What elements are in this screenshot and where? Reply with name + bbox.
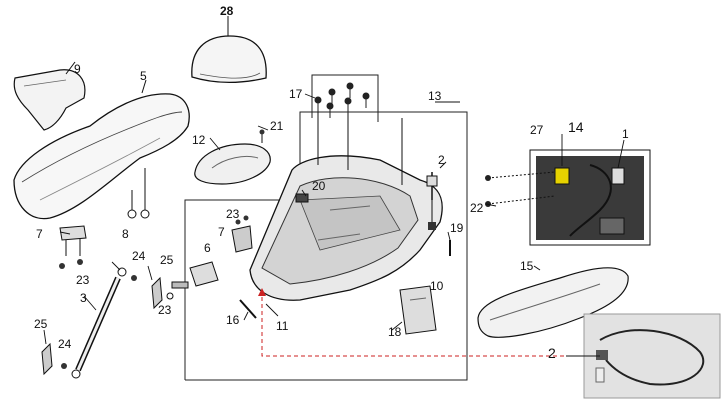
leader-lines <box>43 93 625 345</box>
assembly-frame <box>184 74 468 381</box>
backrest-part <box>191 16 267 84</box>
callout-14: 14 <box>568 119 584 135</box>
cable-part <box>426 161 447 230</box>
callout-7-mid: 7 <box>218 225 225 239</box>
callout-11: 11 <box>276 319 289 333</box>
bracket-part-mid <box>231 215 253 253</box>
clip-25-parts <box>41 276 163 376</box>
callout-17: 17 <box>289 87 303 101</box>
callout-27: 27 <box>530 123 544 137</box>
callout-24-upper: 24 <box>132 249 146 263</box>
callout-1: 1 <box>622 127 629 141</box>
callout-10: 10 <box>430 279 444 293</box>
detail-box-14 <box>485 149 651 246</box>
callout-21: 21 <box>270 119 284 133</box>
callout-12: 12 <box>192 133 206 147</box>
callout-15: 15 <box>520 259 534 273</box>
callout-16: 16 <box>226 313 240 327</box>
callout-7-left: 7 <box>36 227 43 241</box>
lamp-cover-part <box>194 129 271 185</box>
bracket-part-left <box>59 225 87 269</box>
latch-part <box>166 261 219 300</box>
floor-mat-part <box>477 265 629 338</box>
bolts-group <box>314 82 370 118</box>
plate-part <box>399 285 437 335</box>
callout-6: 6 <box>204 241 211 255</box>
callout-18: 18 <box>388 325 402 339</box>
callout-25-upper: 25 <box>160 253 174 267</box>
callout-9: 9 <box>74 62 81 76</box>
callout-labels: 28 9 5 17 13 12 21 2 27 14 1 8 20 22 7 2… <box>34 4 629 361</box>
callout-13: 13 <box>428 89 442 103</box>
red-dashed-connector <box>258 288 600 357</box>
cable-photo-inset <box>583 313 721 399</box>
bolt-16-part <box>239 299 257 319</box>
callout-22: 22 <box>470 201 484 215</box>
callout-19: 19 <box>450 221 464 235</box>
callout-23-mid: 23 <box>226 207 240 221</box>
seat-cover-part <box>13 61 86 131</box>
gas-strut-part <box>61 267 137 379</box>
callout-23-left: 23 <box>76 273 90 287</box>
callout-28: 28 <box>220 4 234 18</box>
callout-24-lower: 24 <box>58 337 72 351</box>
callout-8: 8 <box>122 227 129 241</box>
storage-trunk-part <box>249 112 443 301</box>
callout-20: 20 <box>312 179 326 193</box>
callout-25-lower: 25 <box>34 317 48 331</box>
callout-2: 2 <box>438 153 445 167</box>
callout-23-lower: 23 <box>158 303 172 317</box>
callout-2-inset: 2 <box>548 345 556 361</box>
seat-part <box>13 79 190 220</box>
callout-5: 5 <box>140 69 147 83</box>
clip-part <box>295 193 309 203</box>
callout-3: 3 <box>80 291 87 305</box>
